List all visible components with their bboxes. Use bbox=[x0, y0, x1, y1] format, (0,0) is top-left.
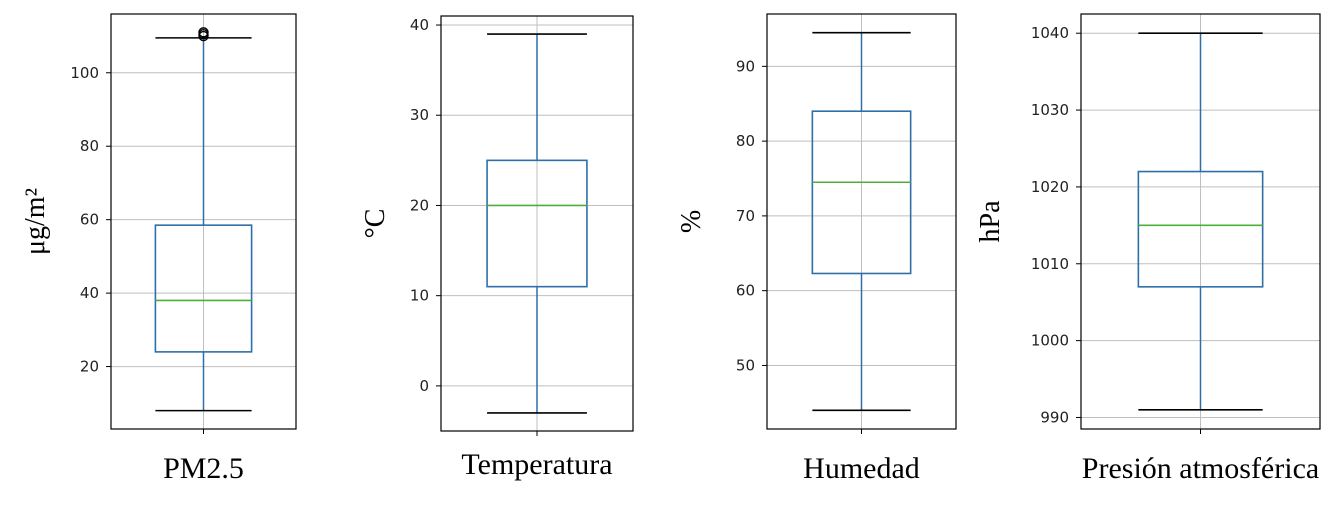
y-tick-label: 1020 bbox=[1031, 178, 1069, 196]
y-tick-label: 20 bbox=[80, 358, 99, 376]
y-tick-label: 70 bbox=[736, 207, 755, 225]
y-tick-label: 1040 bbox=[1031, 24, 1069, 42]
y-tick-label: 30 bbox=[410, 106, 429, 124]
outlier-point bbox=[198, 27, 209, 38]
y-axis-label: μg/m² bbox=[20, 188, 51, 255]
iqr-box bbox=[1137, 170, 1264, 288]
y-tick-label: 0 bbox=[419, 377, 429, 395]
y-tick-label: 60 bbox=[80, 211, 99, 229]
y-tick-label: 40 bbox=[80, 284, 99, 302]
y-tick-label: 10 bbox=[410, 287, 429, 305]
y-tick-label: 40 bbox=[410, 16, 429, 34]
chart-panel-3: 50 60 70 80 90% Humedad bbox=[676, 13, 957, 485]
iqr-box bbox=[811, 110, 912, 275]
x-category-label: Presión atmosférica bbox=[1082, 452, 1319, 485]
iqr-box bbox=[486, 159, 588, 288]
y-tick-label: 1030 bbox=[1031, 101, 1069, 119]
y-tick-label: 80 bbox=[80, 137, 99, 155]
y-tick-label: 50 bbox=[736, 356, 755, 374]
y-axis-label: hPa bbox=[975, 200, 1006, 243]
chart-panel-1: 20 40 60 80 100 μg/m² PM2.5 bbox=[20, 13, 297, 485]
y-tick-label: 20 bbox=[410, 196, 429, 214]
x-category-label: Humedad bbox=[803, 452, 920, 485]
y-tick-label: 60 bbox=[736, 282, 755, 300]
y-tick-label: 100 bbox=[70, 64, 99, 82]
chart-panel-2: 0 10 20 30 40 °C Temperatura bbox=[360, 15, 634, 481]
x-category-label: PM2.5 bbox=[163, 452, 244, 485]
y-tick-label: 990 bbox=[1040, 408, 1069, 426]
y-tick-label: 1000 bbox=[1031, 332, 1069, 350]
y-axis-label: °C bbox=[360, 209, 391, 239]
panels: 20406080100μg/m²PM2.5010203040°CTemperat… bbox=[20, 13, 1321, 485]
y-axis-label: % bbox=[676, 210, 707, 233]
y-tick-label: 80 bbox=[736, 132, 755, 150]
x-category-label: Temperatura bbox=[461, 448, 612, 481]
y-tick-label: 90 bbox=[736, 57, 755, 75]
y-tick-label: 1010 bbox=[1031, 255, 1069, 273]
iqr-box bbox=[154, 224, 253, 353]
